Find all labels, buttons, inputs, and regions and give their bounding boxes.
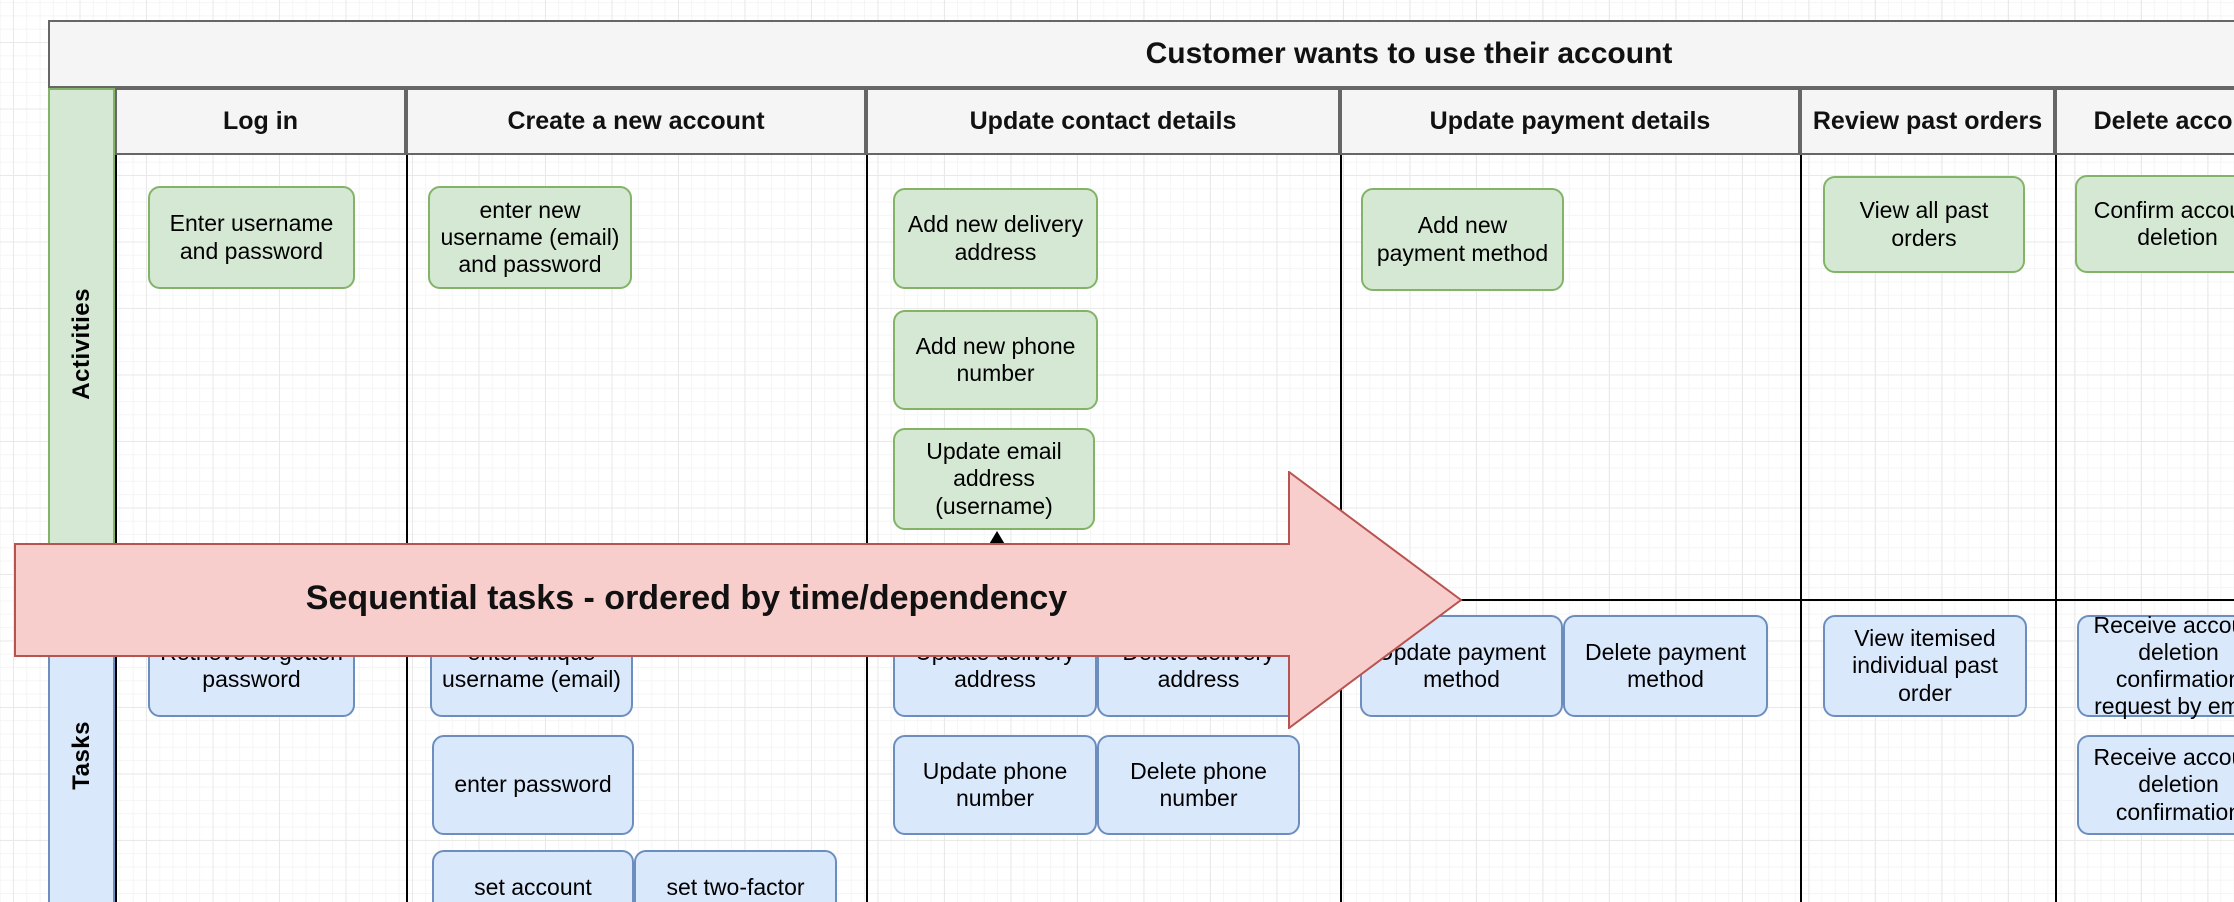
task-box-label: Delete payment method bbox=[1584, 638, 1747, 692]
task-box-label: set account recovery bbox=[474, 874, 592, 902]
column-header-update-contact[interactable]: Update contact details bbox=[866, 88, 1340, 155]
column-border-delete-account bbox=[2055, 155, 2057, 902]
column-header-review-orders[interactable]: Review past orders bbox=[1800, 88, 2055, 155]
task-box-label: Update phone number bbox=[922, 757, 1068, 811]
task-box-label: Receive account deletion confirmation re… bbox=[2093, 611, 2234, 720]
column-header-login-label: Log in bbox=[223, 107, 298, 135]
activity-box-label: Add new phone number bbox=[915, 332, 1076, 386]
column-header-update-payment[interactable]: Update payment details bbox=[1340, 88, 1800, 155]
activity-box-label: Add new delivery address bbox=[907, 211, 1084, 265]
sequential-arrow-label-box: Sequential tasks - ordered by time/depen… bbox=[14, 543, 1359, 653]
column-border-review-orders bbox=[1800, 155, 1802, 902]
column-header-update-payment-label: Update payment details bbox=[1429, 107, 1711, 135]
activity-box[interactable]: Add new payment method bbox=[1361, 188, 1564, 291]
activity-box-label: Add new payment method bbox=[1376, 212, 1549, 266]
activity-box-label: Update email address (username) bbox=[926, 438, 1062, 519]
task-box-label: Delete phone number bbox=[1130, 757, 1267, 811]
connector-arrowhead-icon bbox=[988, 531, 1006, 546]
activity-box[interactable]: Update email address (username) bbox=[893, 428, 1095, 530]
task-box[interactable]: Update phone number bbox=[893, 735, 1097, 835]
task-box[interactable]: View itemised individual past order bbox=[1823, 615, 2027, 717]
task-box-label: enter unique username (email) bbox=[442, 639, 621, 692]
sequential-arrow-label: Sequential tasks - ordered by time/depen… bbox=[305, 578, 1068, 617]
task-box[interactable]: set two-factor authentication bbox=[634, 850, 837, 902]
column-border-update-contact bbox=[866, 155, 868, 902]
sequential-arrow-shape[interactable] bbox=[14, 471, 1464, 729]
activity-box[interactable]: Enter username and password bbox=[148, 186, 355, 289]
activity-box[interactable]: Add new phone number bbox=[893, 310, 1098, 410]
activity-box-label: Confirm account deletion bbox=[2093, 196, 2234, 250]
map-title-bar[interactable]: Customer wants to use their account bbox=[48, 20, 2234, 88]
task-box[interactable]: Receive account deletion confirmation bbox=[2077, 735, 2234, 835]
task-box[interactable]: Delete phone number bbox=[1097, 735, 1300, 835]
activity-box[interactable]: Confirm account deletion bbox=[2075, 175, 2234, 273]
activity-box[interactable]: Add new delivery address bbox=[893, 188, 1098, 289]
column-header-login[interactable]: Log in bbox=[115, 88, 406, 155]
activity-box-label: enter new username (email) and password bbox=[440, 196, 620, 278]
activity-box[interactable]: View all past orders bbox=[1823, 176, 2025, 273]
task-box[interactable]: enter unique username (email) bbox=[430, 615, 633, 717]
column-header-update-contact-label: Update contact details bbox=[969, 107, 1237, 135]
task-box[interactable]: enter password bbox=[432, 735, 634, 835]
sidebar-tasks-label: Tasks bbox=[67, 720, 95, 790]
task-box[interactable]: Receive account deletion confirmation re… bbox=[2077, 612, 2234, 719]
task-box-label: Update payment method bbox=[1377, 638, 1546, 692]
column-header-delete-account-label: Delete account bbox=[2093, 107, 2234, 135]
column-header-review-orders-label: Review past orders bbox=[1812, 107, 2043, 135]
column-header-create-account[interactable]: Create a new account bbox=[406, 88, 866, 155]
task-box-label: set two-factor authentication bbox=[664, 874, 807, 902]
sidebar-activities-cell[interactable]: Activities bbox=[48, 88, 115, 600]
column-border-login bbox=[115, 155, 117, 902]
activity-box[interactable]: enter new username (email) and password bbox=[428, 186, 632, 289]
sidebar-activities-label: Activities bbox=[67, 288, 95, 400]
column-border-create-account bbox=[406, 155, 408, 902]
task-box[interactable]: Delete payment method bbox=[1563, 615, 1768, 717]
column-header-delete-account[interactable]: Delete account bbox=[2055, 88, 2234, 155]
task-box[interactable]: set account recovery bbox=[432, 850, 634, 902]
column-header-create-account-label: Create a new account bbox=[507, 107, 765, 135]
task-box-label: Receive account deletion confirmation bbox=[2093, 744, 2234, 825]
activity-box-label: Enter username and password bbox=[169, 210, 334, 264]
activity-box-label: View all past orders bbox=[1859, 197, 1989, 251]
map-title: Customer wants to use their account bbox=[1145, 37, 1673, 70]
task-box-label: View itemised individual past order bbox=[1852, 625, 1998, 706]
task-box-label: enter password bbox=[454, 771, 612, 798]
